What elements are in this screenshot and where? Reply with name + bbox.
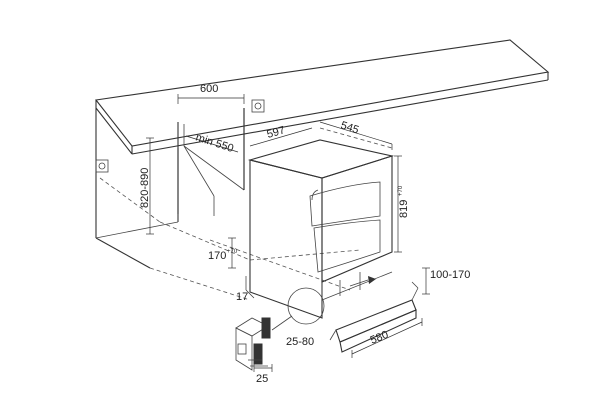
dim-17-label: 17 <box>236 291 248 303</box>
dim-170-sup: +70 <box>227 249 238 255</box>
worktop <box>94 39 550 155</box>
floor-outline <box>99 127 393 301</box>
dim-170-label: 170 <box>208 250 226 262</box>
cabinet-hinge-icon <box>95 159 109 173</box>
dim-819-label: 819 <box>398 200 410 218</box>
right-cabinet <box>243 99 265 190</box>
detail-leader <box>271 315 293 331</box>
dim-100-170-label: 100-170 <box>430 269 470 281</box>
dim-600-label: 600 <box>200 83 218 95</box>
niche-opening <box>177 108 245 216</box>
dim-min550-label: min 550 <box>194 131 235 155</box>
dim-545-label: 545 <box>339 119 360 136</box>
cabinet-hinge-icon-right <box>251 99 265 113</box>
dim-820-890-label: 820-890 <box>139 168 151 208</box>
dim-597-label: 597 <box>266 124 287 141</box>
dim-25-80-label: 25-80 <box>286 336 314 348</box>
detail-inset <box>235 317 271 371</box>
fridge-appliance <box>247 139 395 319</box>
dim-819-sup: +70 <box>398 185 404 196</box>
left-cabinet <box>95 108 179 269</box>
plinth-board <box>329 281 419 353</box>
detail-circle <box>287 287 325 325</box>
dim-25-label: 25 <box>256 373 268 385</box>
